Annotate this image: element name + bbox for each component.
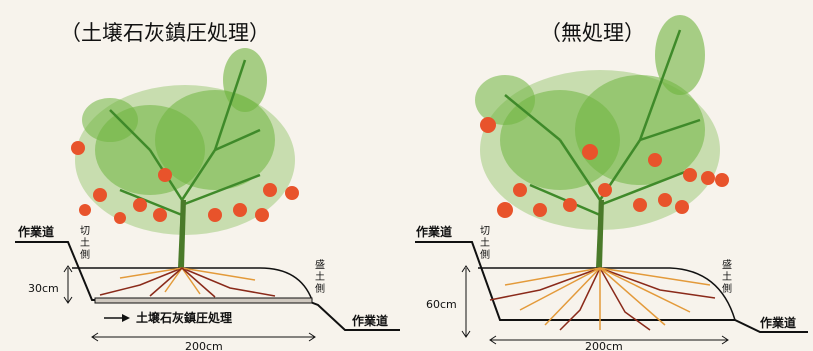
left-width-dimension: 200cm — [92, 333, 315, 351]
right-canopy-lobe-3 — [475, 75, 535, 125]
right-fill-side-label: 盛 土 側 — [722, 258, 732, 295]
svg-text:側: 側 — [315, 282, 325, 295]
right-tree — [475, 15, 729, 268]
svg-text:盛: 盛 — [722, 258, 732, 271]
right-cut-side-label: 切 土 側 — [480, 225, 490, 261]
left-work-road-lower: 作業道 — [352, 313, 388, 328]
left-title: （土壌石灰鎮圧処理） — [60, 21, 270, 45]
right-title: （無処理） — [540, 21, 645, 45]
svg-text:60cm: 60cm — [426, 298, 457, 311]
svg-text:土: 土 — [722, 270, 732, 283]
left-treatment-arrow: 土壌石灰鎮圧処理 — [104, 310, 232, 325]
left-compacted-layer — [95, 298, 312, 303]
svg-text:切: 切 — [480, 225, 490, 237]
svg-text:30cm: 30cm — [28, 282, 59, 295]
left-depth-dimension: 30cm — [28, 266, 72, 303]
left-cut-side-label: 切 土 側 — [80, 225, 90, 261]
left-canopy-lobe-3 — [82, 98, 138, 142]
right-panel: （無処理） — [415, 15, 808, 351]
svg-text:切: 切 — [80, 225, 90, 237]
right-work-road-upper: 作業道 — [416, 224, 452, 239]
left-panel: （土壌石灰鎮圧処理） — [15, 21, 400, 351]
right-depth-dimension: 60cm — [426, 266, 470, 337]
svg-text:土: 土 — [315, 270, 325, 283]
svg-text:土: 土 — [480, 236, 490, 249]
svg-text:200cm: 200cm — [185, 340, 223, 351]
svg-text:土: 土 — [80, 236, 90, 249]
svg-text:側: 側 — [80, 248, 90, 261]
svg-text:盛: 盛 — [315, 258, 325, 271]
left-tree — [71, 48, 299, 268]
right-work-road-lower: 作業道 — [760, 315, 796, 330]
right-canopy-top — [655, 15, 705, 95]
svg-text:側: 側 — [480, 248, 490, 261]
left-fill-side-label: 盛 土 側 — [315, 258, 325, 295]
svg-text:土壌石灰鎮圧処理: 土壌石灰鎮圧処理 — [136, 310, 232, 325]
svg-text:200cm: 200cm — [585, 340, 623, 351]
right-width-dimension: 200cm — [490, 336, 728, 351]
svg-text:側: 側 — [722, 282, 732, 295]
left-roots — [100, 268, 275, 297]
left-work-road-upper: 作業道 — [18, 224, 54, 239]
